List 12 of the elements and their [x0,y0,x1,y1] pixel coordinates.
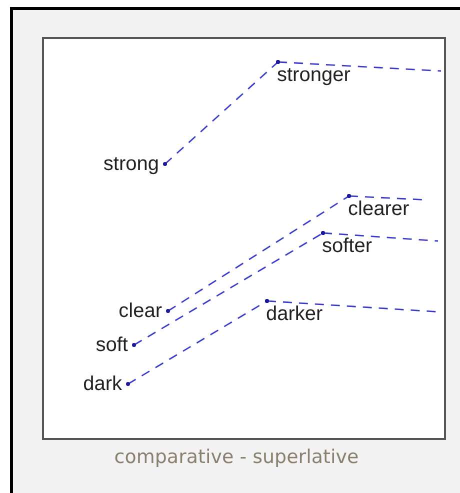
word-label: soft [96,334,137,356]
dashed-line [276,60,442,72]
dashed-line [163,60,280,166]
word-label: clearer [347,194,410,220]
word-label: darker [265,299,323,325]
caption: comparative - superlative [113,446,360,468]
word-label: stronger [276,60,350,86]
word-label: softer [321,231,372,257]
dashed-line [321,231,438,242]
word-label: clear [118,300,171,322]
word-label: strong [103,153,168,175]
word-label: dark [83,373,131,395]
